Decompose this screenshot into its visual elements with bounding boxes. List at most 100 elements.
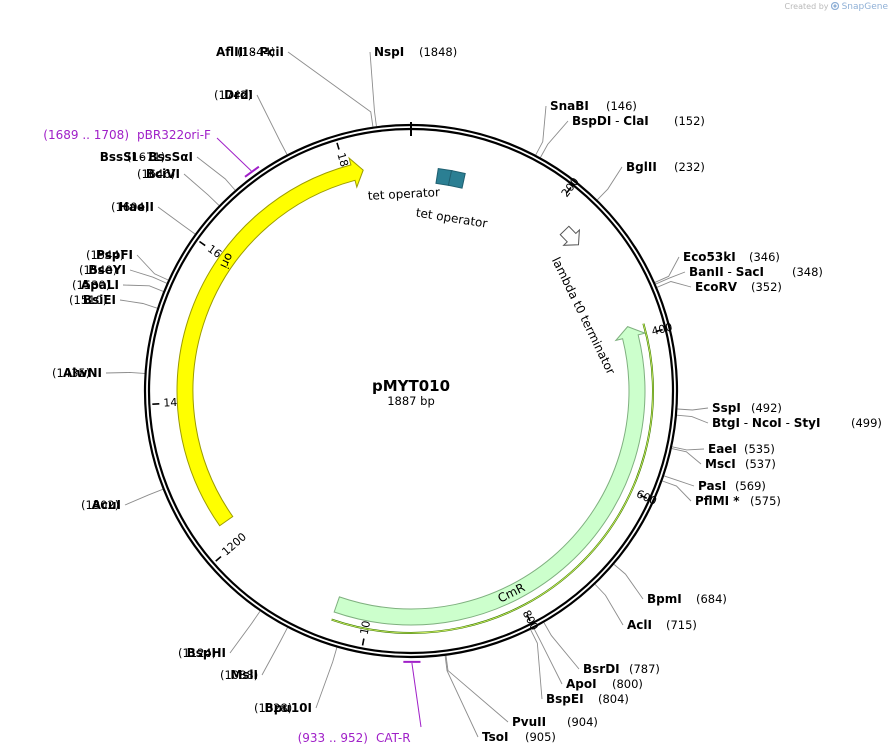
site-name-text: PspFI [96,248,133,262]
site-leader-line [105,372,145,374]
site-name-text: AclI [627,618,652,632]
site-name-pflmi: PflMI * [695,494,740,508]
site-name-bspdi: BspDI [572,114,611,128]
tet-operator-box [447,169,466,189]
site-name-text: BpmI [647,592,682,606]
site-label-bsphi[interactable]: BspHI(1124) [178,646,226,660]
plasmid-length: 1887 bp [387,394,435,408]
site-label-bpu10i[interactable]: Bpu10I(1028) [254,701,312,715]
site-name-bsss-i: BssSαI [148,150,193,164]
site-leader-line [594,584,624,626]
site-label-bsiei[interactable]: BsiEI(1510) [69,293,116,307]
site-label-eco53ki[interactable]: Eco53kI(346) [683,250,780,264]
site-label-acli[interactable]: AclI(715) [627,618,697,632]
site-label-drdi[interactable]: DrdI(1742) [214,88,253,102]
site-label-bglii[interactable]: BglII(232) [626,160,705,174]
site-position: (537) [745,457,776,471]
site-label-btgi[interactable]: BtgI - NcoI - StyI(499) [712,416,882,430]
site-name-text: ApoI [566,677,597,691]
tick-label-1200: 1200 [219,530,249,558]
site-name-text: PasI [698,479,726,493]
tick-mark-200 [566,186,572,194]
site-name-text: MslI [230,668,258,682]
tick-label-200: 200 [559,175,582,200]
site-label-apoi[interactable]: ApoI (800) [566,677,643,691]
site-label-bseyi[interactable]: BseYI(1540) [79,263,126,277]
site-label-eaei[interactable]: EaeI(535) [708,442,775,456]
site-label-bcivi[interactable]: BciVI(1646) [137,167,180,181]
site-label-sspi[interactable]: SspI(492) [712,401,782,415]
feature-lambda-t0-terminator[interactable]: lambda t0 terminator [549,223,618,377]
site-label-msli[interactable]: MslI(1088) [220,668,258,682]
site-label-banii[interactable]: BanII - SacI(348) [689,265,823,279]
site-name-bsssi: BssSI [100,150,137,164]
site-name-text: BssSI - BssSαI [100,150,193,164]
site-label-apali[interactable]: ApaLI(1530) [72,278,119,292]
site-position: (1510) [69,293,107,307]
site-leader-line [543,622,580,670]
site-label-bspdi[interactable]: BspDI - ClaI(152) [572,114,705,128]
site-name-text: BanII - SacI [689,265,764,279]
feature-ori[interactable]: ori [176,156,364,527]
site-name-text: TsoI [482,730,508,744]
site-name-styi: StyI [794,416,821,430]
site-leader-line [445,655,509,723]
feature-tet-operator-1[interactable]: tet operator [367,167,453,203]
site-name-text: BglII [626,160,657,174]
site-name-acli: AclI [627,618,652,632]
site-name-eco53ki: Eco53kI [683,250,736,264]
site-label-bsrdi[interactable]: BsrDI(787) [583,662,660,676]
site-leader-line [671,448,702,465]
site-label-pflmi[interactable]: PflMI *(575) [695,494,781,508]
site-label-nspi[interactable]: NspI(1848) [374,45,457,59]
tick-label-400: 400 [650,321,673,339]
site-name-bcivi: BciVI [146,167,180,181]
site-name-text: Eco53kI [683,250,736,264]
site-name-text: AflIII - PciI [216,45,284,59]
site-label-pvuii[interactable]: PvuII(904) [512,715,598,729]
site-name-bsrdi: BsrDI [583,662,620,676]
brand-prefix: Created by [784,2,829,11]
site-name-msci: MscI [705,457,736,471]
primer-pbr322ori-f[interactable]: (1689 .. 1708)pBR322ori-F [43,128,260,178]
site-label-ecorv[interactable]: EcoRV(352) [695,280,782,294]
site-name-saci: SacI [736,265,764,279]
site-leader-line [663,475,695,487]
site-name-tsoi: TsoI [482,730,508,744]
site-label-bpmi[interactable]: BpmI(684) [647,592,727,606]
site-label-snabi[interactable]: SnaBI(146) [550,99,637,113]
site-name-pspfi: PspFI [96,248,133,262]
site-label-bspei[interactable]: BspEI(804) [546,692,629,706]
site-name-text: BtgI - NcoI - StyI [712,416,820,430]
site-label-pasi[interactable]: PasI(569) [698,479,766,493]
site-label-alwni[interactable]: AlwNI(1435) [52,366,102,380]
feature-tet-operator-2[interactable]: tet operator [415,169,489,231]
site-label-bsssi[interactable]: BssSI - BssSαI(1671) [100,150,193,164]
site-leader-line [662,480,692,502]
site-name-text: HaeII [119,200,154,214]
site-label-tsoi[interactable]: TsoI(905) [482,730,556,744]
site-position: (1604) [111,200,149,214]
site-position: (800) [612,677,643,691]
site-name-banii: BanII [689,265,724,279]
site-label-msci[interactable]: MscI (537) [705,457,776,471]
site-label-afliii[interactable]: AflIII - PciI(1844) [216,45,284,59]
site-label-haeii[interactable]: HaeII(1604) [111,200,154,214]
snapgene-brand: Created by SnapGene [784,2,888,12]
tick-mark-400 [655,328,663,333]
site-leader-line [656,281,692,288]
site-name-separator: - [611,114,623,128]
site-name-bglii: BglII [626,160,657,174]
site-label-acui[interactable]: AcuI(1302) [81,498,121,512]
primer-cat-r[interactable]: (933 .. 952)CAT-R [298,660,422,745]
site-name-text: BspHI [187,646,226,660]
site-name-drdi: DrdI [224,88,253,102]
site-position: (152) [674,114,705,128]
site-name-text: BsiEI [83,293,116,307]
site-name-text: BsrDI [583,662,620,676]
site-leader-line [136,254,169,281]
site-name-bsphi: BspHI [187,646,226,660]
site-name-sspi: SspI [712,401,741,415]
site-name-bseyi: BseYI [88,263,126,277]
site-label-pspfi[interactable]: PspFI(1544) [86,248,133,262]
